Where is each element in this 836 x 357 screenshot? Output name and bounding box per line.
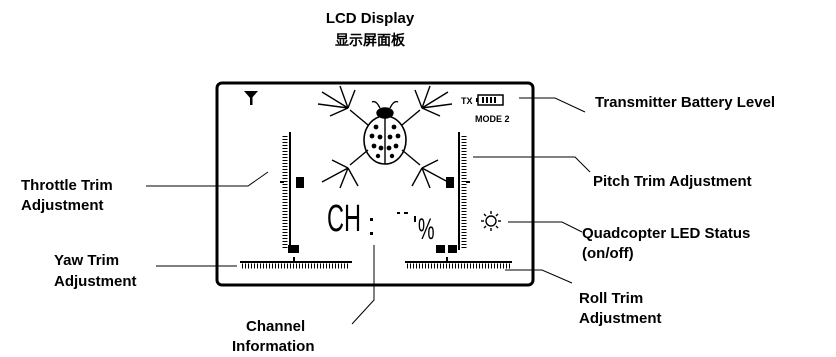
lcd-frame (215, 81, 535, 287)
leader-pitch (473, 156, 591, 173)
antenna-icon (244, 91, 258, 105)
channel-value-segments (397, 212, 416, 222)
percent-text: % (418, 213, 435, 247)
tx-text: TX (461, 96, 473, 106)
label-transmitter-battery: Transmitter Battery Level (595, 94, 776, 111)
diagram-title: LCD Display (325, 10, 415, 27)
label-roll-trim-line2: Adjustment (579, 310, 662, 327)
pitch-trim-bar (446, 132, 470, 250)
yaw-trim-bar (240, 245, 352, 269)
label-roll-trim-line1: Roll Trim (579, 290, 644, 307)
label-throttle-trim-line2: Adjustment (21, 197, 104, 214)
label-led-status-line2: (on/off) (582, 245, 634, 262)
ladybug-icon (317, 85, 453, 189)
throttle-trim-bar (280, 132, 304, 250)
label-yaw-trim-line2: Adjustment (54, 273, 137, 290)
leader-lines (146, 97, 591, 325)
label-throttle-trim-line1: Throttle Trim (21, 177, 113, 194)
battery-icon (476, 94, 504, 106)
led-icon (481, 211, 501, 231)
label-channel-line2: Information (232, 338, 315, 355)
leader-throttle (146, 171, 269, 187)
ch-text: CH (327, 196, 361, 239)
ladybug-spots (369, 124, 401, 159)
channel-colon (370, 218, 373, 235)
label-led-status-line1: Quadcopter LED Status (582, 225, 751, 242)
roll-trim-bar (405, 245, 512, 269)
leader-battery (519, 97, 586, 113)
leader-channel (351, 245, 375, 325)
label-yaw-trim-line1: Yaw Trim (54, 252, 120, 269)
mode-text: MODE 2 (475, 114, 510, 124)
label-channel-line1: Channel (246, 318, 306, 335)
leader-roll (505, 269, 573, 284)
diagram-subtitle: 显示屏面板 (335, 33, 405, 49)
leader-led (508, 221, 583, 233)
label-pitch-trim: Pitch Trim Adjustment (593, 173, 752, 190)
